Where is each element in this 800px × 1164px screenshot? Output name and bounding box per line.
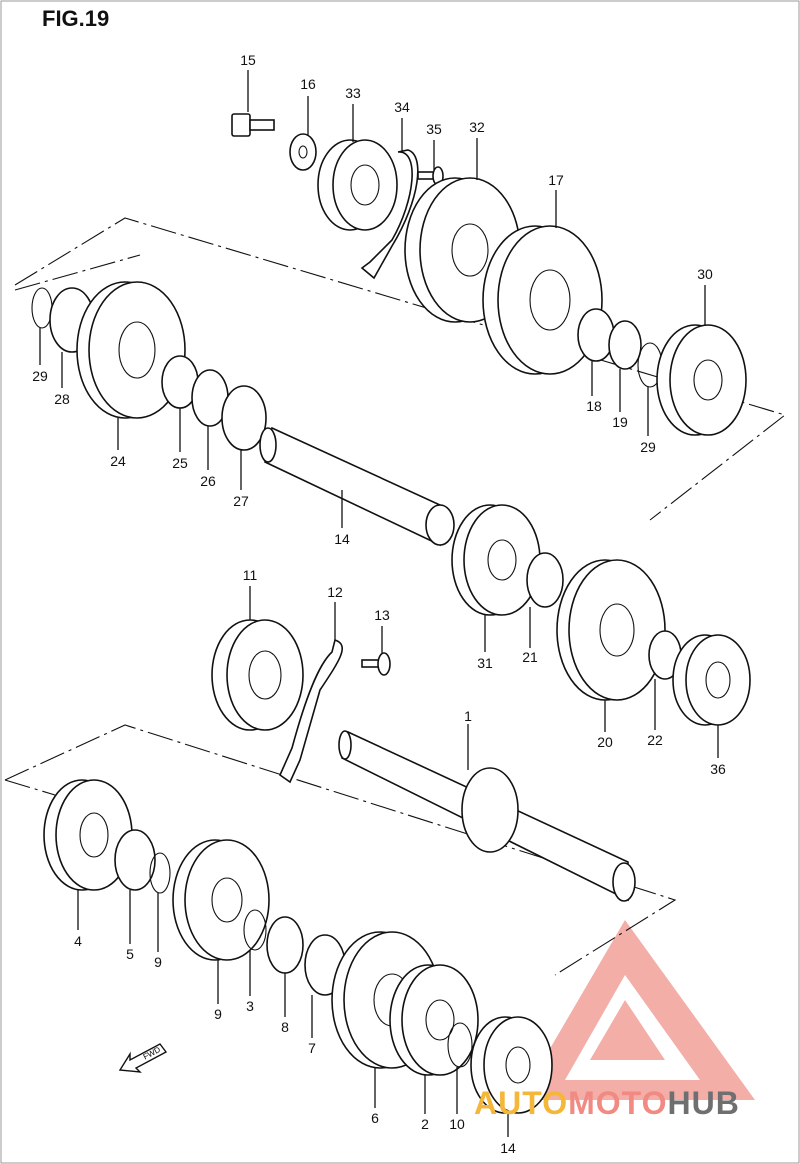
part-4-gear — [43, 779, 133, 891]
callout-25: 25 — [172, 455, 188, 471]
watermark-part-auto: AUTO — [474, 1085, 569, 1121]
callout-35: 35 — [426, 121, 442, 137]
callout-21: 20 — [597, 734, 613, 750]
part-31-gear — [451, 504, 541, 616]
watermark-part-hub: HUB — [667, 1085, 740, 1121]
callout-24: 24 — [110, 453, 126, 469]
callout-5: 5 — [126, 946, 134, 962]
callout-3: 3 — [246, 998, 254, 1014]
part-24-gear — [76, 281, 186, 419]
callout-27: 27 — [233, 493, 249, 509]
callout-2: 2 — [421, 1116, 429, 1132]
callout-10: 10 — [449, 1116, 465, 1132]
callout-9-a: 9 — [154, 954, 162, 970]
callout-22: 21 — [522, 649, 538, 665]
callout-19: 18 — [586, 398, 602, 414]
part-13-screw — [361, 652, 391, 676]
part-21-gear — [556, 559, 666, 701]
callout-14: 14 — [500, 1140, 516, 1156]
part-18-gear — [482, 225, 603, 375]
callout-36: 36 — [710, 761, 726, 777]
part-29-circlip-left — [31, 287, 53, 329]
part-36-bearing — [672, 634, 751, 726]
callout-8: 8 — [281, 1019, 289, 1035]
leader-lines — [39, 70, 719, 1137]
fwd-arrow-icon: FWD — [118, 1043, 168, 1073]
callout-17: 16 — [300, 76, 316, 92]
part-34-plate — [360, 149, 419, 280]
callout-16: 15 — [240, 52, 256, 68]
part-9-circlip-a — [149, 852, 171, 894]
callout-1: 1 — [464, 708, 472, 724]
part-15-countershaft — [259, 426, 455, 547]
part-2-gear — [389, 964, 479, 1076]
figure-title: FIG.19 — [42, 6, 110, 31]
callout-28: 28 — [54, 391, 70, 407]
callout-34: 34 — [394, 99, 410, 115]
callout-13: 13 — [374, 607, 390, 623]
callout-15: 14 — [334, 531, 350, 547]
part-22-bushing — [526, 552, 564, 608]
callout-7: 7 — [308, 1040, 316, 1056]
watermark-logo — [520, 920, 755, 1100]
callout-20: 19 — [612, 414, 628, 430]
callout-26: 26 — [200, 473, 216, 489]
callout-32: 32 — [469, 119, 485, 135]
part-12-plate — [279, 638, 344, 784]
callout-33: 33 — [345, 85, 361, 101]
callout-18: 17 — [548, 172, 564, 188]
part-5-washer — [114, 829, 156, 891]
part-3-circlip — [243, 909, 267, 951]
watermark-text: AUTOMOTOHUB — [474, 1085, 740, 1122]
part-30-gear — [656, 324, 747, 436]
watermark-part-moto: MOTO — [568, 1085, 668, 1121]
part-10-circlip — [447, 1022, 473, 1068]
callout-12: 12 — [327, 584, 343, 600]
part-14-bearing — [470, 1016, 553, 1114]
part-8-washer — [266, 916, 304, 974]
callout-9-b: 9 — [214, 1006, 222, 1022]
part-1-mainshaft — [338, 730, 636, 902]
callout-4: 4 — [74, 933, 82, 949]
part-20-washer — [608, 320, 642, 370]
callout-31: 31 — [477, 655, 493, 671]
part-11-bearing — [211, 619, 304, 731]
callout-6: 6 — [371, 1110, 379, 1126]
callout-29-left: 29 — [32, 368, 48, 384]
callout-11: 11 — [242, 567, 258, 583]
part-9-gear — [172, 839, 270, 961]
part-27-washer — [221, 385, 267, 451]
part-16-bolt — [231, 113, 275, 137]
callout-30: 30 — [697, 266, 713, 282]
callout-23: 22 — [647, 732, 663, 748]
part-19-bushing — [577, 308, 615, 362]
part-17-washer — [289, 133, 317, 171]
part-33-bearing — [317, 139, 398, 231]
callout-29-right: 29 — [640, 439, 656, 455]
